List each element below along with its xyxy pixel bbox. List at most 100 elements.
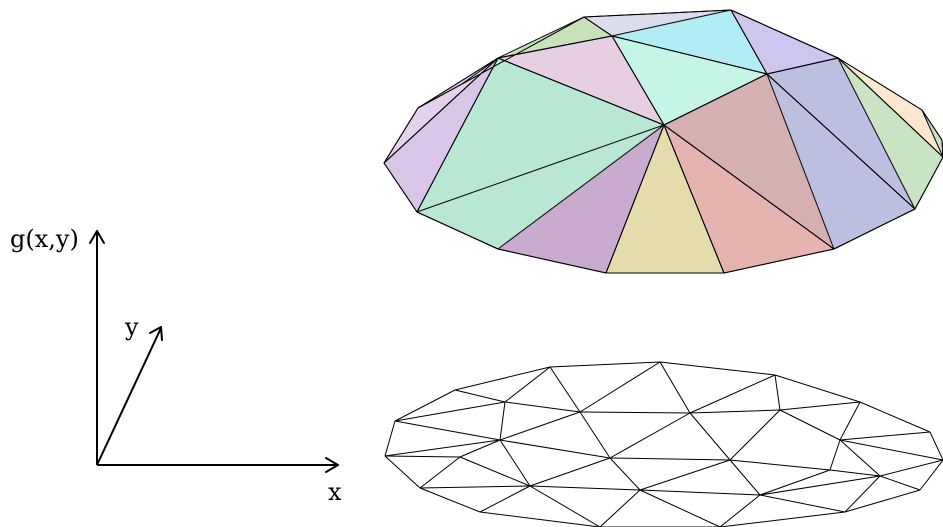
base-mesh-edge — [579, 411, 691, 414]
base-mesh-edge — [579, 361, 661, 413]
base-mesh-edge — [929, 431, 943, 461]
triangulated-dome — [383, 9, 943, 274]
dome-edge — [611, 35, 768, 75]
dome-edge — [383, 162, 418, 213]
y-axis — [96, 327, 162, 466]
base-mesh-edge — [839, 439, 881, 477]
dome-edge — [611, 35, 665, 126]
base-mesh-edge — [549, 361, 661, 368]
x-axis-arrowhead — [325, 457, 339, 473]
base-mesh-edge — [609, 457, 731, 461]
dome-edge — [383, 107, 419, 164]
base-mesh-edge — [504, 366, 551, 403]
dome-edge — [663, 124, 725, 274]
dome-edge — [583, 16, 613, 37]
dome-edge — [461, 57, 499, 85]
base-mesh-edge — [729, 459, 831, 471]
base-mesh-edge — [394, 420, 501, 441]
base-mesh-edge — [839, 439, 943, 461]
base-mesh-edge — [499, 439, 611, 459]
base-mesh-edge — [879, 459, 943, 477]
base-mesh-edge — [919, 459, 943, 491]
base-mesh-edge — [479, 511, 601, 527]
base-mesh-edge — [454, 366, 551, 391]
base-mesh-edge — [719, 494, 761, 527]
base-mesh-edge — [689, 412, 731, 461]
base-mesh-edge — [479, 485, 531, 513]
dome-edge — [730, 9, 768, 75]
dome-edge — [497, 248, 607, 274]
base-mesh-edge — [504, 401, 581, 413]
z-axis-arrowhead — [89, 230, 105, 244]
dome-edge — [837, 57, 923, 111]
flat-triangular-mesh — [384, 361, 943, 527]
base-mesh-edge — [609, 412, 691, 459]
y-axis-label: y — [124, 313, 139, 341]
base-mesh-edge — [609, 457, 641, 491]
x-axis-label: x — [328, 478, 342, 506]
base-mesh-edge — [659, 361, 691, 414]
base-mesh-edge — [639, 489, 761, 496]
base-mesh-edge — [639, 489, 721, 527]
dome-edge — [914, 156, 943, 210]
base-mesh-edge — [759, 494, 846, 513]
base-mesh-edge — [529, 457, 611, 487]
base-mesh-edge — [829, 469, 881, 477]
y-axis-arrowhead — [149, 326, 163, 341]
dome-edge — [583, 9, 732, 18]
base-mesh-edge — [759, 469, 831, 496]
base-mesh-edge — [499, 411, 581, 441]
base-mesh-edge — [689, 374, 776, 414]
base-mesh-edge — [729, 459, 761, 496]
dome-edge — [416, 211, 499, 250]
base-mesh-edge — [419, 485, 531, 489]
dome-edge — [837, 57, 943, 158]
base-mesh-edge — [859, 401, 931, 433]
dome-edge — [723, 248, 835, 274]
base-mesh-edge — [839, 431, 931, 441]
dome-edge — [730, 9, 839, 59]
base-mesh-edge — [689, 409, 781, 414]
dome-edge — [766, 57, 839, 75]
base-mesh-edge — [719, 511, 846, 527]
dome-edge — [766, 73, 916, 210]
base-mesh-edge — [759, 475, 881, 496]
base-mesh-edge — [839, 401, 861, 441]
base-mesh-edge — [459, 439, 501, 458]
base-mesh-edge — [529, 485, 601, 527]
base-mesh-edge — [549, 366, 581, 413]
base-mesh-edge — [774, 374, 781, 411]
base-mesh-edge — [844, 489, 921, 513]
dome-edge — [417, 57, 499, 109]
dome-edge — [383, 57, 499, 164]
base-mesh-edge — [394, 389, 456, 422]
base-mesh-edge — [844, 475, 881, 513]
coordinate-axes: g(x,y) y x — [10, 225, 342, 506]
dome-edge — [605, 124, 665, 274]
base-mesh-edge — [384, 455, 421, 489]
base-mesh-edge — [779, 409, 841, 441]
dome-edge — [461, 16, 585, 85]
base-mesh-edge — [499, 401, 506, 441]
dome-edge — [417, 83, 463, 109]
base-mesh-edge — [419, 487, 481, 513]
base-mesh-edge — [394, 401, 506, 422]
base-mesh-edge — [774, 374, 861, 403]
base-mesh-edge — [419, 456, 461, 489]
base-mesh-edge — [829, 439, 841, 471]
dome-edge — [663, 124, 835, 250]
base-mesh-edge — [729, 409, 781, 461]
base-mesh-edge — [529, 485, 641, 491]
dome-edge — [416, 57, 499, 213]
base-mesh-edge — [384, 455, 461, 458]
base-mesh-edge — [579, 411, 611, 459]
base-mesh-edge — [499, 439, 531, 487]
base-mesh-edge — [459, 456, 531, 487]
base-mesh-edge — [599, 489, 641, 527]
base-mesh-edge — [879, 475, 921, 491]
base-mesh-edge — [454, 389, 506, 403]
dome-edge — [663, 73, 768, 126]
base-mesh-edge — [384, 420, 396, 457]
dome-edge — [833, 208, 916, 250]
